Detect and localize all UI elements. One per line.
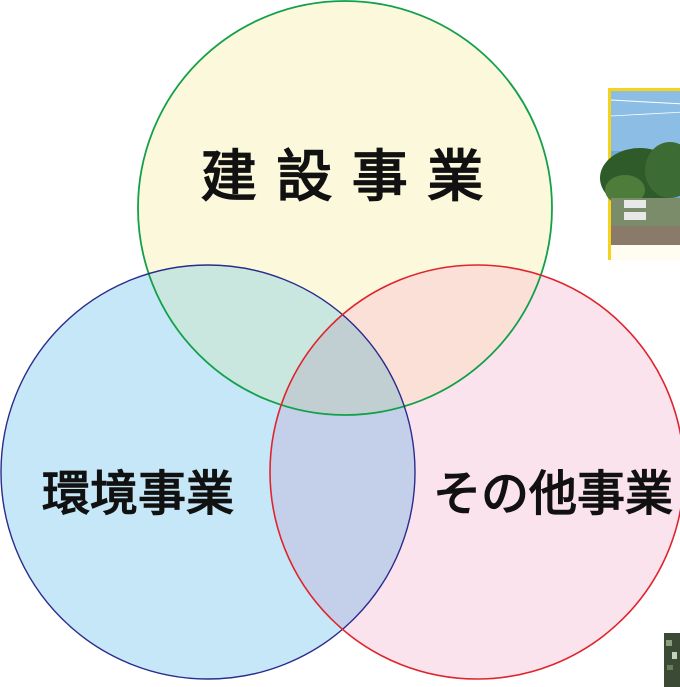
- sign-2: [624, 212, 646, 220]
- overlap-all-three: [270, 265, 415, 415]
- circle-construction-outline: [137, 0, 553, 416]
- circle-other-outline: [269, 264, 680, 680]
- photo-top-right: [600, 85, 680, 260]
- label-construction: 建 設 事 業: [201, 145, 484, 210]
- sign-1: [624, 200, 646, 208]
- photo-bottom-right: [664, 633, 680, 687]
- label-other: その他事業: [433, 466, 673, 522]
- circle-environment-outline: [0, 264, 416, 680]
- label-environment: 環境事業: [42, 466, 234, 522]
